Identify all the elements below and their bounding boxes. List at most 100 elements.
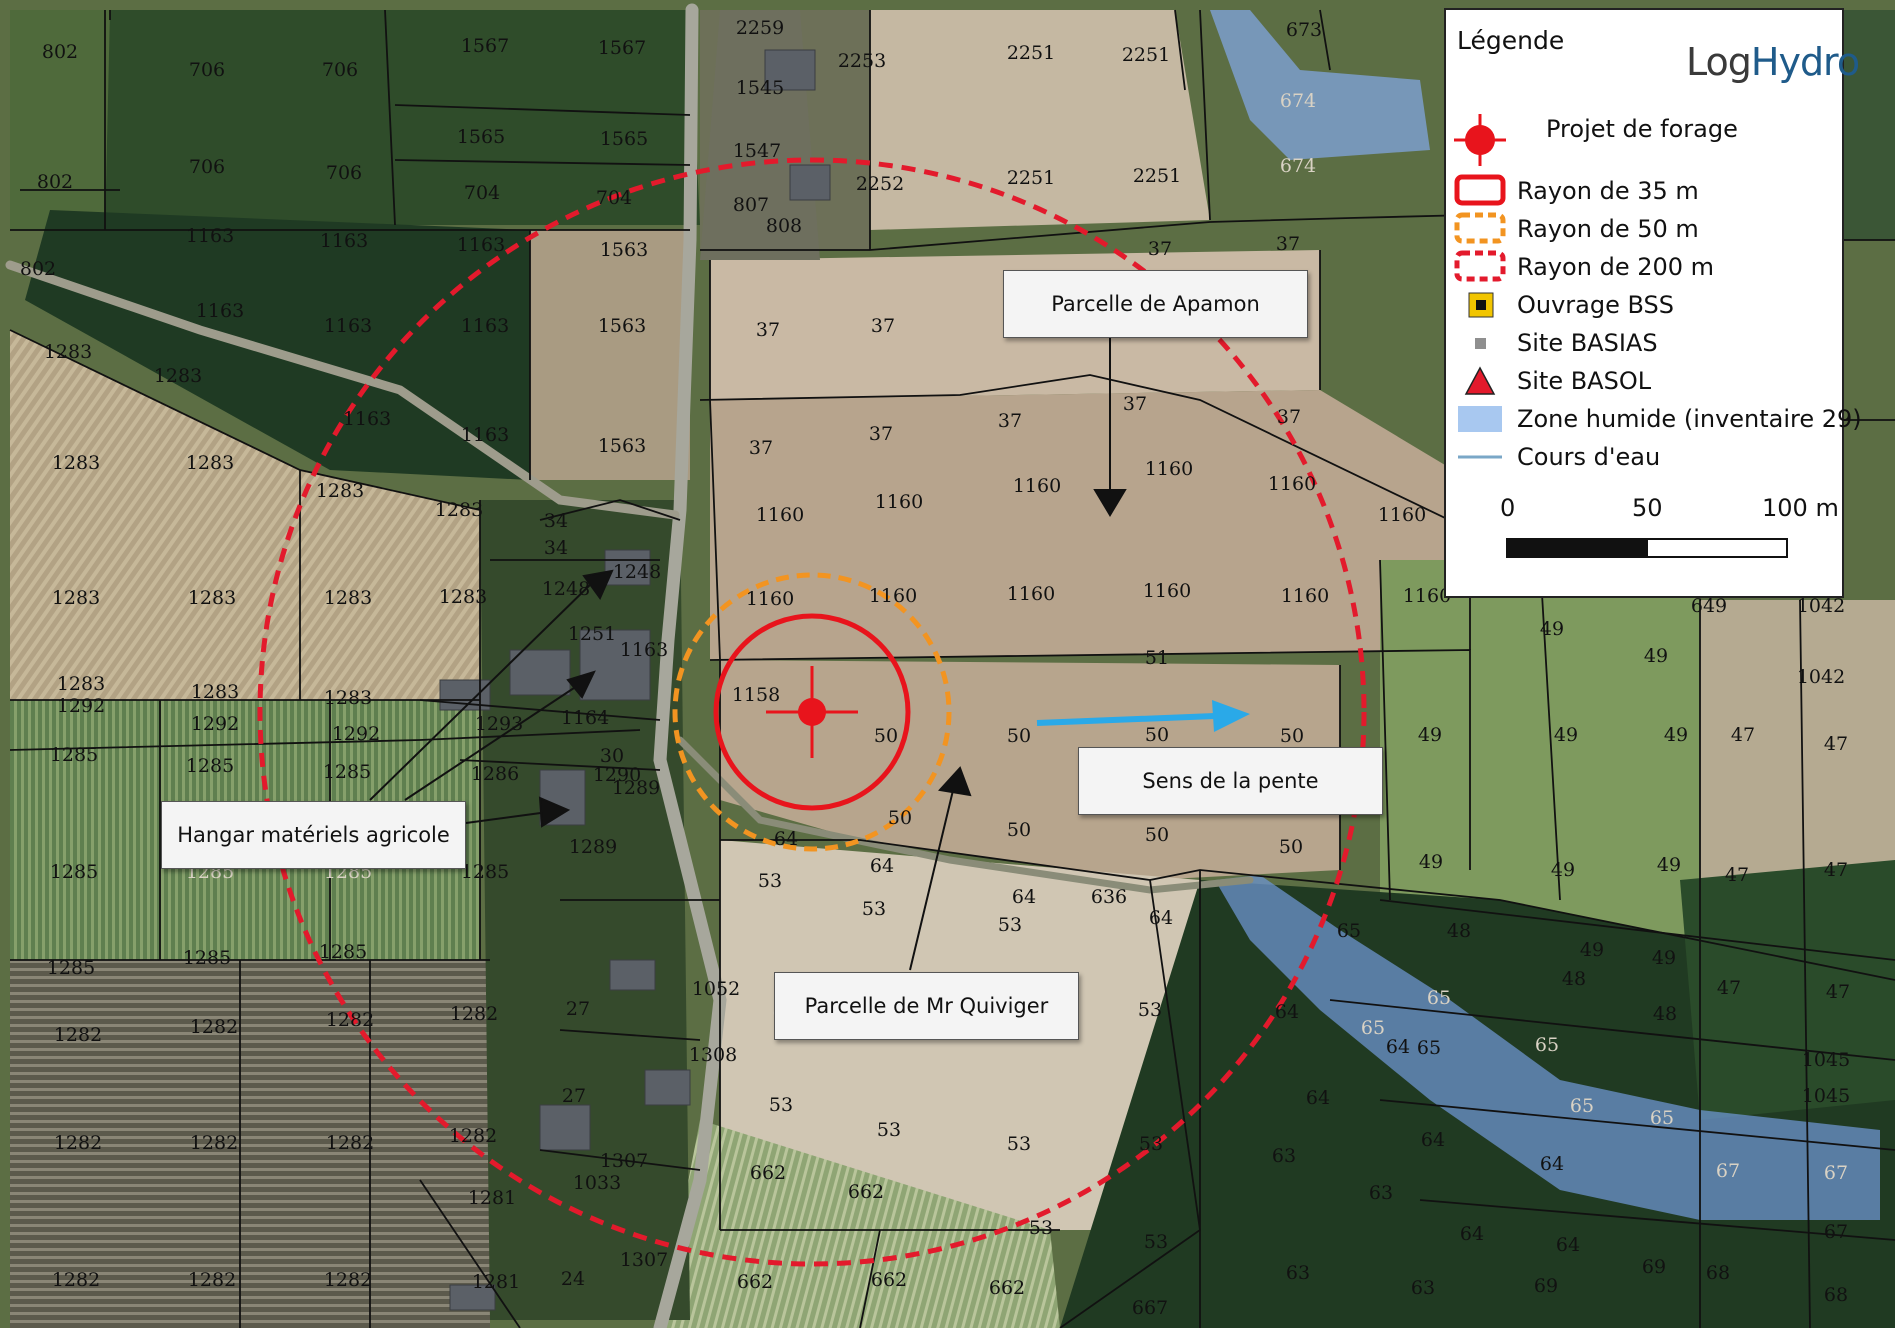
callout-hangar[interactable]: Hangar matériels agricole: [161, 801, 466, 869]
parcel-number: 1282: [188, 1269, 236, 1291]
parcel-number: 673: [1286, 19, 1322, 41]
legend-item-rayon-35: Rayon de 35 m: [1446, 174, 1846, 208]
legend-item-rayon-50: Rayon de 50 m: [1446, 212, 1846, 246]
parcel-number: 64: [1460, 1223, 1484, 1245]
parcel-number: 37: [1276, 233, 1300, 255]
parcel-number: 49: [1580, 939, 1604, 961]
parcel-number: 1283: [191, 681, 239, 703]
parcel-number: 1563: [598, 315, 646, 337]
scale-label-50: 50: [1632, 494, 1663, 522]
parcel-number: 2251: [1133, 165, 1181, 187]
parcel-number: 49: [1551, 859, 1575, 881]
parcel-number: 1283: [188, 587, 236, 609]
parcel-number: 49: [1540, 618, 1564, 640]
parcel-number: 53: [769, 1094, 793, 1116]
callout-sens-de-la-pente[interactable]: Sens de la pente: [1078, 747, 1383, 815]
parcel-number: 1307: [600, 1150, 648, 1172]
drilling-project-crosshair-icon[interactable]: [766, 666, 858, 758]
legend-item-label: Site BASOL: [1517, 367, 1652, 395]
parcel-number: 1565: [457, 126, 505, 148]
parcel-number: 1052: [692, 978, 740, 1000]
parcel-number: 1282: [190, 1016, 238, 1038]
parcel-number: 662: [750, 1162, 786, 1184]
parcel-number: 1547: [733, 140, 781, 162]
callout-parcelle-apamon[interactable]: Parcelle de Apamon: [1003, 270, 1308, 338]
parcel-number: 1567: [461, 35, 509, 57]
parcel-number: 1283: [324, 587, 372, 609]
parcel-number: 1283: [439, 586, 487, 608]
slope-direction-arrow-icon: [1036, 700, 1250, 732]
parcel-number: 1160: [756, 504, 804, 526]
parcel-number: 53: [998, 914, 1022, 936]
parcel-number: 37: [1148, 238, 1172, 260]
parcel-number: 1282: [54, 1132, 102, 1154]
parcel-number: 1282: [326, 1009, 374, 1031]
parcel-number: 50: [1145, 724, 1169, 746]
legend-item-site-basias: Site BASIAS: [1446, 326, 1846, 360]
parcel-number: 1163: [196, 300, 244, 322]
parcel-number: 1160: [875, 491, 923, 513]
parcel-number: 1286: [471, 763, 519, 785]
parcel-number: 1289: [569, 836, 617, 858]
parcel-number: 1281: [472, 1271, 520, 1293]
parcel-number: 49: [1554, 724, 1578, 746]
parcel-number: 1160: [1143, 580, 1191, 602]
parcel-number: 807: [733, 194, 769, 216]
red-triangle-icon: [1464, 366, 1496, 395]
parcel-number: 1285: [319, 941, 367, 963]
parcel-number: 48: [1562, 968, 1586, 990]
parcel-number: 1285: [186, 755, 234, 777]
scale-label-0: 0: [1500, 494, 1516, 522]
parcel-number: 47: [1731, 724, 1755, 746]
parcel-number: 1160: [1268, 473, 1316, 495]
parcel-number: 2253: [838, 50, 886, 72]
parcel-number: 706: [326, 162, 362, 184]
parcel-number: 1285: [47, 957, 95, 979]
parcel-number: 50: [874, 725, 898, 747]
callout-parcelle-quiviger[interactable]: Parcelle de Mr Quiviger: [774, 972, 1079, 1040]
parcel-number: 47: [1717, 977, 1741, 999]
parcel-number: 47: [1824, 733, 1848, 755]
parcel-number: 1282: [326, 1132, 374, 1154]
parcel-number: 53: [1144, 1231, 1168, 1253]
parcel-number: 1293: [475, 713, 523, 735]
parcel-number: 53: [877, 1119, 901, 1141]
parcel-number: 68: [1824, 1284, 1848, 1306]
parcel-number: 53: [758, 870, 782, 892]
parcel-number: 662: [848, 1181, 884, 1203]
parcel-number: 1251: [568, 623, 616, 645]
buildings: [439, 49, 831, 1311]
parcel-number: 1282: [190, 1132, 238, 1154]
parcel-number: 50: [888, 807, 912, 829]
parcel-number: 704: [464, 182, 500, 204]
parcel-number: 1160: [1403, 585, 1451, 607]
solid-circle-outline-icon: [1454, 174, 1506, 206]
grey-square-icon: [1475, 338, 1486, 349]
parcel-number: 49: [1664, 724, 1688, 746]
parcel-number: 37: [998, 410, 1022, 432]
callout-label: Sens de la pente: [1142, 769, 1319, 793]
legend-item-projet-forage: Projet de forage: [1446, 110, 1846, 170]
parcel-number: 30: [600, 745, 624, 767]
legend-item-ouvrage-bss: Ouvrage BSS: [1446, 288, 1846, 322]
blue-line-icon: [1458, 455, 1502, 459]
parcel-number: 48: [1447, 920, 1471, 942]
parcel-number: 64: [1540, 1153, 1564, 1175]
legend-item-label: Rayon de 35 m: [1517, 177, 1699, 205]
parcel-number: 49: [1418, 724, 1442, 746]
parcel-number: 49: [1652, 947, 1676, 969]
legend-item-label: Ouvrage BSS: [1517, 291, 1675, 319]
parcel-number: 1164: [561, 707, 609, 729]
parcel-number: 1563: [598, 435, 646, 457]
parcel-number: 1308: [689, 1044, 737, 1066]
parcel-number: 1160: [1378, 504, 1426, 526]
parcel-number: 65: [1417, 1037, 1441, 1059]
parcel-number: 65: [1337, 920, 1361, 942]
parcel-number: 1289: [612, 777, 660, 799]
parcel-number: 53: [1007, 1133, 1031, 1155]
parcel-number: 1567: [598, 37, 646, 59]
parcel-number: 68: [1706, 1262, 1730, 1284]
parcel-number: 50: [1007, 725, 1031, 747]
parcel-number: 1285: [50, 861, 98, 883]
